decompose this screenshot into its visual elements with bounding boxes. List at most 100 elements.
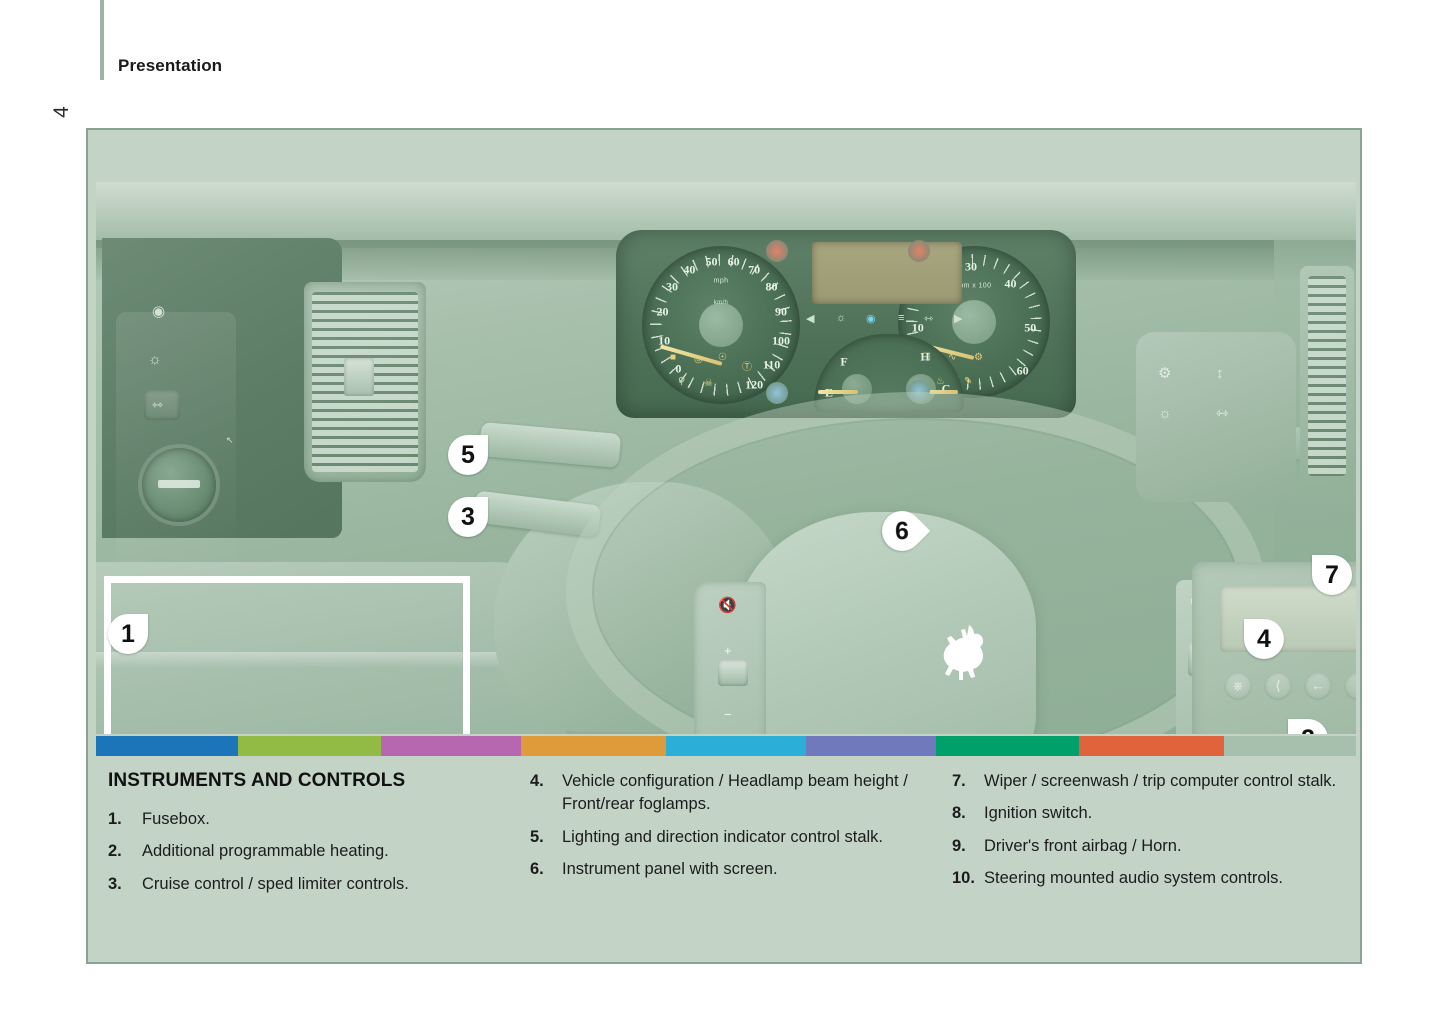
tachometer-hub	[952, 300, 996, 344]
lower-dash-lip	[96, 652, 566, 668]
vehicle-config-icon[interactable]: ⚙	[1158, 365, 1172, 382]
caption-item-4-text: Vehicle configuration / Headlamp beam he…	[562, 772, 908, 814]
caption-item-2: 2. Additional programmable heating.	[102, 840, 532, 863]
color-bar-segment-green	[238, 736, 381, 756]
radio-display-screen	[1220, 586, 1356, 652]
volume-up-icon[interactable]: +	[724, 643, 732, 658]
warning-airbag-icon: ☠	[704, 378, 713, 389]
high-beam-icon: ☼	[836, 312, 847, 324]
color-bar-segment-violet	[806, 736, 936, 756]
mute-icon[interactable]: 🔇	[718, 597, 737, 614]
callout-7[interactable]: 7	[1312, 555, 1352, 595]
color-bar-segment-teal	[936, 736, 1079, 756]
callout-2[interactable]: 2	[1288, 719, 1328, 734]
page-section-title: Presentation	[118, 56, 223, 75]
beam-height-label-icon: ↖	[226, 435, 234, 445]
color-bar-segment-magenta	[381, 736, 521, 756]
beam-height-right-icon[interactable]: ↕	[1216, 365, 1224, 382]
radio-next-icon[interactable]: ⟩	[1344, 672, 1356, 700]
warning-oil-icon: ◎	[694, 354, 703, 365]
cluster-indicator-lower-left	[766, 382, 788, 404]
warning-seatbelt-icon: ⚲	[678, 376, 686, 387]
radio-button-row: ⎈ ⟨ ← ⟩	[1224, 672, 1356, 702]
caption-item-8: 8. Ignition switch.	[946, 802, 1346, 825]
rear-fog-right-icon[interactable]: ⇿	[1216, 405, 1229, 422]
caption-item-9-text: Driver's front airbag / Horn.	[984, 836, 1182, 855]
caption-column-2: 4. Vehicle configuration / Headlamp beam…	[524, 770, 944, 891]
temp-cold-label: C	[941, 381, 951, 396]
caption-item-3-text: Cruise control / sped limiter controls.	[142, 874, 409, 893]
air-vent-knob[interactable]	[344, 358, 374, 396]
telltale-row: ◀ ☼ ◉ ≡ ⇿ ▶	[806, 312, 968, 328]
front-foglamp-switch[interactable]	[144, 390, 180, 420]
volume-down-icon[interactable]: −	[724, 707, 732, 722]
tachometer-unit-label: rpm x 100	[956, 282, 992, 290]
caption-list-3: 7. Wiper / screenwash / trip computer co…	[946, 770, 1346, 891]
headlamp-icon: ◉	[152, 303, 166, 320]
radio-prev-icon[interactable]: ⟨	[1264, 672, 1292, 700]
color-bar-segment-orange	[521, 736, 666, 756]
cluster-indicator-right	[908, 240, 930, 262]
color-bar-segment-filler	[1224, 736, 1356, 756]
radio-enter-icon[interactable]: ←	[1304, 672, 1332, 700]
warning-glow-plug-icon: ∿	[948, 352, 957, 363]
turn-signal-right-icon: ▶	[954, 313, 963, 325]
caption-item-2-number: 2.	[108, 842, 122, 861]
warning-service-icon: ✎	[964, 376, 973, 387]
caption-item-7: 7. Wiper / screenwash / trip computer co…	[946, 770, 1346, 793]
right-air-vent[interactable]	[1300, 266, 1354, 486]
volume-rocker[interactable]	[718, 660, 748, 686]
callout-6[interactable]: 6	[873, 502, 931, 560]
warning-water-icon: ♨	[936, 376, 945, 387]
fuel-full-label: F	[840, 354, 848, 369]
warning-engine-icon: ⚙	[974, 352, 983, 363]
left-switch-panel-inner	[116, 312, 236, 582]
header-accent-rule	[100, 0, 104, 80]
caption-item-3-number: 3.	[108, 874, 122, 893]
callout-3[interactable]: 3	[448, 497, 488, 537]
caption-item-4-number: 4.	[530, 772, 544, 790]
driver-airbag-pad[interactable]	[736, 512, 1036, 734]
caption-item-2-text: Additional programmable heating.	[142, 842, 389, 861]
color-bar-segment-cyan	[666, 736, 806, 756]
chapter-color-bar	[96, 736, 1356, 756]
caption-item-6-text: Instrument panel with screen.	[562, 860, 778, 879]
caption-item-1: 1. Fusebox.	[102, 808, 532, 831]
figure-panel: ☼ ◉ ⇿ ↖ 0 10 20 30	[86, 128, 1362, 964]
rear-fog-glyph-icon: ⇿	[152, 397, 163, 412]
speedometer-inner-unit-label: km/h	[713, 299, 729, 306]
front-fog-right-icon[interactable]: ☼	[1158, 405, 1172, 422]
instrument-cluster: 0 10 20 30 40 50 60 70 80 90 100 110 120…	[616, 230, 1076, 418]
right-column-shroud: ⚙ ↕ ☼ ⇿	[1136, 332, 1296, 502]
fog-telltale-icon: ⇿	[924, 313, 934, 325]
caption-item-8-text: Ignition switch.	[984, 804, 1093, 823]
left-switch-panel: ☼ ◉ ⇿ ↖	[102, 238, 342, 582]
fuel-needle	[818, 390, 858, 394]
page-number: 4	[50, 106, 73, 118]
caption-item-10-number: 10.	[952, 869, 975, 888]
callout-1[interactable]: 1	[108, 614, 148, 654]
sidelight-icon: ≡	[898, 312, 905, 324]
callout-4[interactable]: 4	[1244, 619, 1284, 659]
temp-hot-label: H	[920, 349, 930, 364]
lower-dash-fusebox-area	[96, 562, 566, 734]
lighting-indicator-stalk[interactable]	[478, 421, 622, 469]
caption-item-10-text: Steering mounted audio system controls.	[984, 869, 1283, 888]
caption-item-1-text: Fusebox.	[142, 810, 210, 828]
steering-audio-control-pad[interactable]: 🔇 + − ♪	[694, 582, 766, 734]
radio-power-icon[interactable]: ⎈	[1224, 672, 1252, 700]
fusebox-highlight-box	[104, 576, 470, 734]
warning-abs-icon: Ⓣ	[742, 362, 752, 373]
turn-signal-left-icon: ◀	[806, 313, 815, 325]
caption-item-6-number: 6.	[530, 860, 544, 879]
dashboard-photograph: ☼ ◉ ⇿ ↖ 0 10 20 30	[96, 182, 1356, 734]
caption-item-10: 10. Steering mounted audio system contro…	[946, 867, 1346, 890]
headlamp-beam-height-dial[interactable]	[142, 448, 216, 522]
caption-item-7-text: Wiper / screenwash / trip computer contr…	[984, 772, 1337, 790]
main-beam-icon: ◉	[866, 313, 876, 325]
caption-item-4: 4. Vehicle configuration / Headlamp beam…	[524, 770, 944, 817]
callout-5[interactable]: 5	[448, 435, 488, 475]
color-bar-segment-red-orange	[1079, 736, 1224, 756]
foglamp-icon: ☼	[148, 351, 162, 368]
speedometer-hub	[699, 303, 743, 347]
